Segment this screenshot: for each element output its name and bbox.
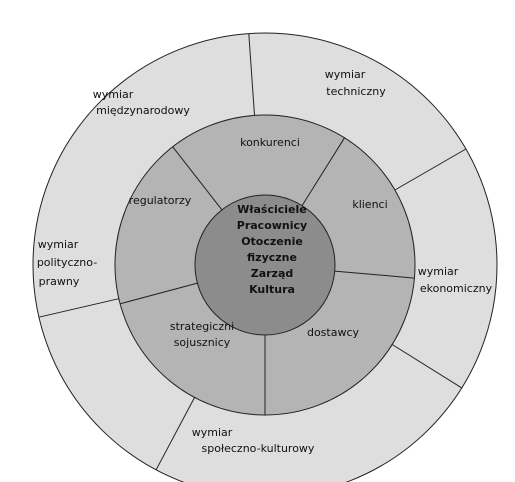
outer-divider-4 (155, 397, 196, 471)
outer-label-polityczno-3: prawny (39, 275, 80, 288)
middle-divider-5 (119, 282, 198, 305)
core-circle (194, 194, 336, 336)
middle-label-dostawcy: dostawcy (307, 326, 360, 339)
middle-label-klienci: klienci (352, 198, 387, 211)
middle-label-sojusznicy: sojusznicy (174, 336, 231, 349)
middle-divider-2 (301, 137, 345, 206)
outer-label-miedzynarodowy-2: międzynarodowy (96, 104, 190, 117)
outer-divider-2 (394, 148, 467, 191)
middle-label-regulatorzy: regulatorzy (129, 194, 192, 207)
outer-ring-labels: wymiar techniczny wymiar ekonomiczny wym… (37, 68, 493, 455)
middle-label-konkurenci: konkurenci (240, 136, 300, 149)
outer-divider-1 (248, 33, 255, 116)
middle-ring-labels: konkurenci klienci dostawcy strategiczni… (129, 136, 388, 349)
outer-ring-dividers (38, 33, 467, 471)
core-label-employees: Pracownicy (237, 219, 307, 232)
core-label-physical: fizyczne (247, 251, 297, 264)
core-label-culture: Kultura (249, 283, 295, 296)
core-label-management: Zarząd (251, 267, 294, 280)
middle-label-strategiczni: strategiczni (170, 320, 234, 333)
outer-label-polityczno-1: wymiar (38, 238, 79, 251)
outer-label-spoleczno-2: społeczno-kulturowy (202, 442, 315, 455)
middle-divider-3 (334, 270, 415, 279)
outer-divider-5 (38, 298, 119, 318)
core-label-environment: Otoczenie (241, 235, 303, 248)
outer-label-polityczno-2: polityczno- (37, 256, 97, 269)
outer-label-spoleczno-1: wymiar (192, 426, 233, 439)
middle-divider-1 (172, 146, 223, 211)
core-labels: Właściciele Pracownicy Otoczenie fizyczn… (237, 203, 307, 296)
outer-divider-3 (391, 344, 462, 389)
middle-ring-dividers (119, 137, 415, 415)
outer-label-techniczny-1: wymiar (325, 68, 366, 81)
outer-label-miedzynarodowy-1: wymiar (93, 88, 134, 101)
outer-label-ekonomiczny-1: wymiar (418, 265, 459, 278)
outer-label-ekonomiczny-2: ekonomiczny (420, 282, 493, 295)
core-label-owners: Właściciele (237, 203, 306, 216)
outer-label-techniczny-2: techniczny (326, 85, 386, 98)
